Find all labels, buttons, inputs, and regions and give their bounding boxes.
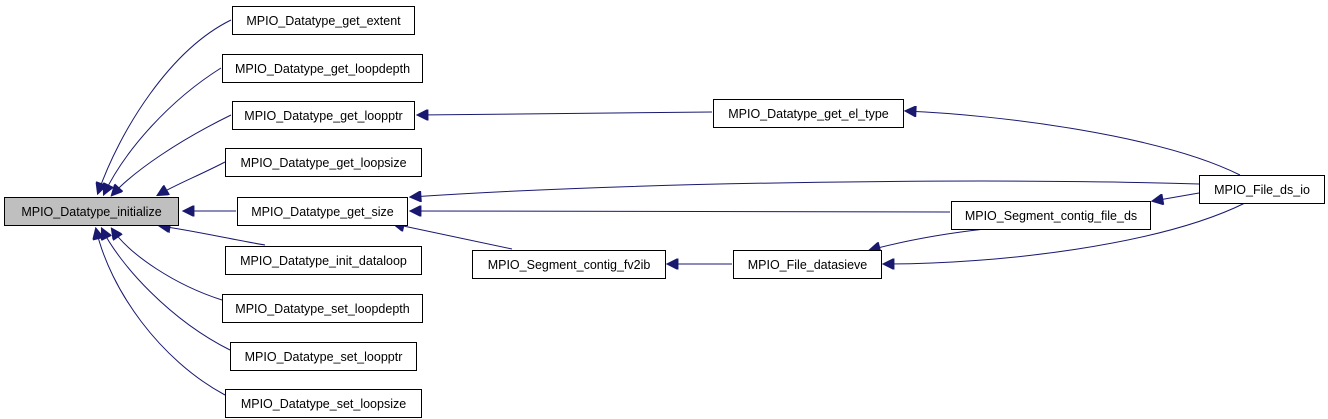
edge-line bbox=[96, 229, 226, 396]
node-label: MPIO_Datatype_get_size bbox=[251, 205, 393, 219]
node-box bbox=[225, 148, 422, 177]
node-box bbox=[232, 6, 415, 35]
node-label: MPIO_Datatype_get_loopptr bbox=[244, 109, 402, 123]
node-init-dataloop[interactable]: MPIO_Datatype_init_dataloop bbox=[225, 246, 422, 275]
edge-line bbox=[112, 229, 223, 301]
edge-line bbox=[1153, 192, 1200, 201]
node-box bbox=[225, 389, 422, 418]
node-set-loopdepth[interactable]: MPIO_Datatype_set_loopdepth bbox=[222, 294, 423, 323]
edge-get_loopsize-to-initialize bbox=[158, 161, 226, 195]
node-label: MPIO_Datatype_set_loopptr bbox=[245, 350, 403, 364]
edge-line bbox=[112, 114, 232, 195]
node-get-loopptr[interactable]: MPIO_Datatype_get_loopptr bbox=[232, 101, 415, 130]
node-box bbox=[222, 294, 423, 323]
node-get-loopdepth[interactable]: MPIO_Datatype_get_loopdepth bbox=[222, 54, 423, 83]
node-get-extent[interactable]: MPIO_Datatype_get_extent bbox=[232, 6, 415, 35]
edge-ds_io-to-datasieve bbox=[884, 202, 1246, 264]
node-get-el-type[interactable]: MPIO_Datatype_get_el_type bbox=[713, 99, 904, 128]
node-set-loopsize[interactable]: MPIO_Datatype_set_loopsize bbox=[225, 389, 422, 418]
edge-ds_io-to-contig_file_ds bbox=[1153, 192, 1200, 201]
node-label: MPIO_Segment_contig_file_ds bbox=[965, 209, 1137, 223]
node-box bbox=[230, 342, 417, 371]
edge-init_dataloop-to-initialize bbox=[160, 226, 266, 246]
node-label: MPIO_File_ds_io bbox=[1214, 183, 1310, 197]
edge-line bbox=[418, 112, 713, 115]
edge-get_loopdepth-to-initialize bbox=[104, 67, 222, 194]
edge-line bbox=[906, 111, 1241, 176]
node-label: MPIO_Datatype_set_loopsize bbox=[241, 397, 406, 411]
node-set-loopptr[interactable]: MPIO_Datatype_set_loopptr bbox=[230, 342, 417, 371]
node-contig-file-ds[interactable]: MPIO_Segment_contig_file_ds bbox=[951, 201, 1151, 230]
edge-line bbox=[870, 228, 986, 250]
node-contig-fv2ib[interactable]: MPIO_Segment_contig_fv2ib bbox=[472, 250, 666, 279]
edge-get_extent-to-initialize bbox=[98, 19, 232, 193]
edge-line bbox=[102, 229, 231, 351]
node-label: MPIO_File_datasieve bbox=[748, 258, 868, 272]
edges-layer bbox=[96, 19, 1246, 396]
edge-contig_file_ds-to-datasieve bbox=[870, 228, 986, 250]
node-datasieve[interactable]: MPIO_File_datasieve bbox=[733, 250, 882, 279]
edge-line bbox=[158, 161, 226, 195]
nodes-layer: MPIO_Datatype_initialize MPIO_Datatype_ge… bbox=[4, 6, 1325, 418]
node-box bbox=[713, 99, 904, 128]
node-box bbox=[951, 201, 1151, 230]
node-ds-io[interactable]: MPIO_File_ds_io bbox=[1199, 175, 1325, 204]
node-get-loopsize[interactable]: MPIO_Datatype_get_loopsize bbox=[225, 148, 422, 177]
node-box bbox=[237, 197, 408, 226]
edge-line bbox=[98, 19, 232, 193]
edge-line bbox=[884, 202, 1246, 264]
edge-line bbox=[411, 180, 1200, 197]
edge-line bbox=[411, 211, 951, 212]
edge-get_el_type-to-get_loopptr bbox=[418, 112, 713, 115]
edge-line bbox=[104, 67, 222, 194]
edge-line bbox=[160, 226, 266, 246]
edge-contig_fv2ib-to-get_size bbox=[394, 224, 513, 250]
node-get-size[interactable]: MPIO_Datatype_get_size bbox=[237, 197, 408, 226]
node-box bbox=[472, 250, 666, 279]
edge-ds_io-to-get_el_type bbox=[906, 111, 1241, 176]
node-label: MPIO_Datatype_init_dataloop bbox=[240, 254, 407, 268]
node-box bbox=[222, 54, 423, 83]
edge-set_loopdepth-to-initialize bbox=[112, 229, 223, 301]
node-label: MPIO_Datatype_get_loopdepth bbox=[235, 62, 410, 76]
node-label: MPIO_Datatype_get_loopsize bbox=[240, 156, 406, 170]
node-label: MPIO_Datatype_get_el_type bbox=[728, 107, 889, 121]
node-box bbox=[4, 197, 179, 226]
node-box bbox=[733, 250, 882, 279]
node-initialize[interactable]: MPIO_Datatype_initialize bbox=[4, 197, 179, 226]
node-label: MPIO_Datatype_initialize bbox=[21, 205, 161, 219]
edge-set_loopsize-to-initialize bbox=[96, 229, 226, 396]
edge-ds_io-to-get_size bbox=[411, 180, 1200, 197]
node-label: MPIO_Segment_contig_fv2ib bbox=[488, 258, 651, 272]
edge-set_loopptr-to-initialize bbox=[102, 229, 231, 351]
node-box bbox=[225, 246, 422, 275]
edge-line bbox=[394, 224, 513, 250]
node-label: MPIO_Datatype_get_extent bbox=[246, 14, 401, 28]
edge-get_loopptr-to-initialize bbox=[112, 114, 232, 195]
node-box bbox=[232, 101, 415, 130]
node-box bbox=[1199, 175, 1325, 204]
node-label: MPIO_Datatype_set_loopdepth bbox=[235, 302, 409, 316]
edge-contig_file_ds-to-get_size bbox=[411, 211, 951, 212]
